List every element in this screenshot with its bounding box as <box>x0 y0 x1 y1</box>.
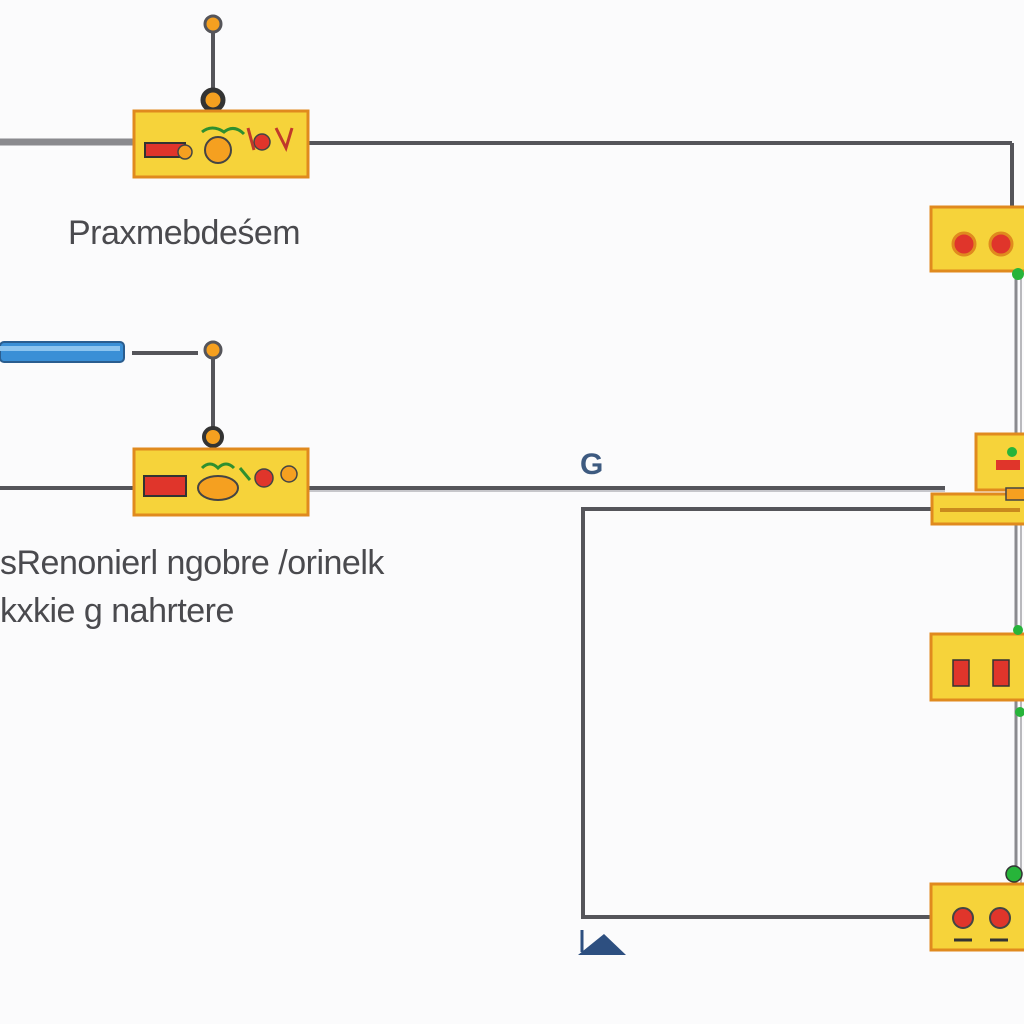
label-middle-line2: kxkie g nahrtere <box>0 592 234 630</box>
module-right-1 <box>929 205 1024 280</box>
led-icon <box>952 907 974 929</box>
antenna-icon <box>200 14 226 113</box>
led-icon <box>280 465 298 483</box>
wire-loop <box>581 507 932 919</box>
led-icon <box>254 468 274 488</box>
led-icon <box>1007 447 1017 457</box>
wires <box>0 28 1022 919</box>
led-icon <box>253 133 271 151</box>
module-right-4 <box>929 865 1024 952</box>
led-icon <box>1013 625 1023 635</box>
led-icon <box>951 231 977 257</box>
label-middle-line1: sRenonierl ngobre /orinelk <box>0 544 384 582</box>
led-icon <box>1012 268 1024 280</box>
blue-pipe-body <box>0 341 125 363</box>
antenna-tip-top <box>203 14 223 34</box>
led-icon <box>988 231 1014 257</box>
corner-arrow-icon <box>578 934 626 955</box>
led-icon <box>989 907 1011 929</box>
module-right-3 <box>929 625 1024 717</box>
module-top-left <box>132 109 310 179</box>
led-icon <box>177 144 193 160</box>
antenna-base-top <box>200 87 226 113</box>
blue-pipe <box>0 341 125 363</box>
label-g-mark: G <box>580 448 603 481</box>
label-top: Praxmebdeśem <box>68 214 301 252</box>
led-icon <box>197 475 239 501</box>
led-icon <box>1015 707 1024 717</box>
blue-pipe-highlight <box>0 346 120 351</box>
antenna-base-mid <box>202 426 224 448</box>
antenna-tip-mid <box>203 340 223 360</box>
led-icon <box>204 136 232 164</box>
module-right-2 <box>930 432 1024 526</box>
antenna-icon <box>202 340 224 448</box>
module-middle-left <box>132 447 310 517</box>
led-icon <box>1005 865 1023 883</box>
